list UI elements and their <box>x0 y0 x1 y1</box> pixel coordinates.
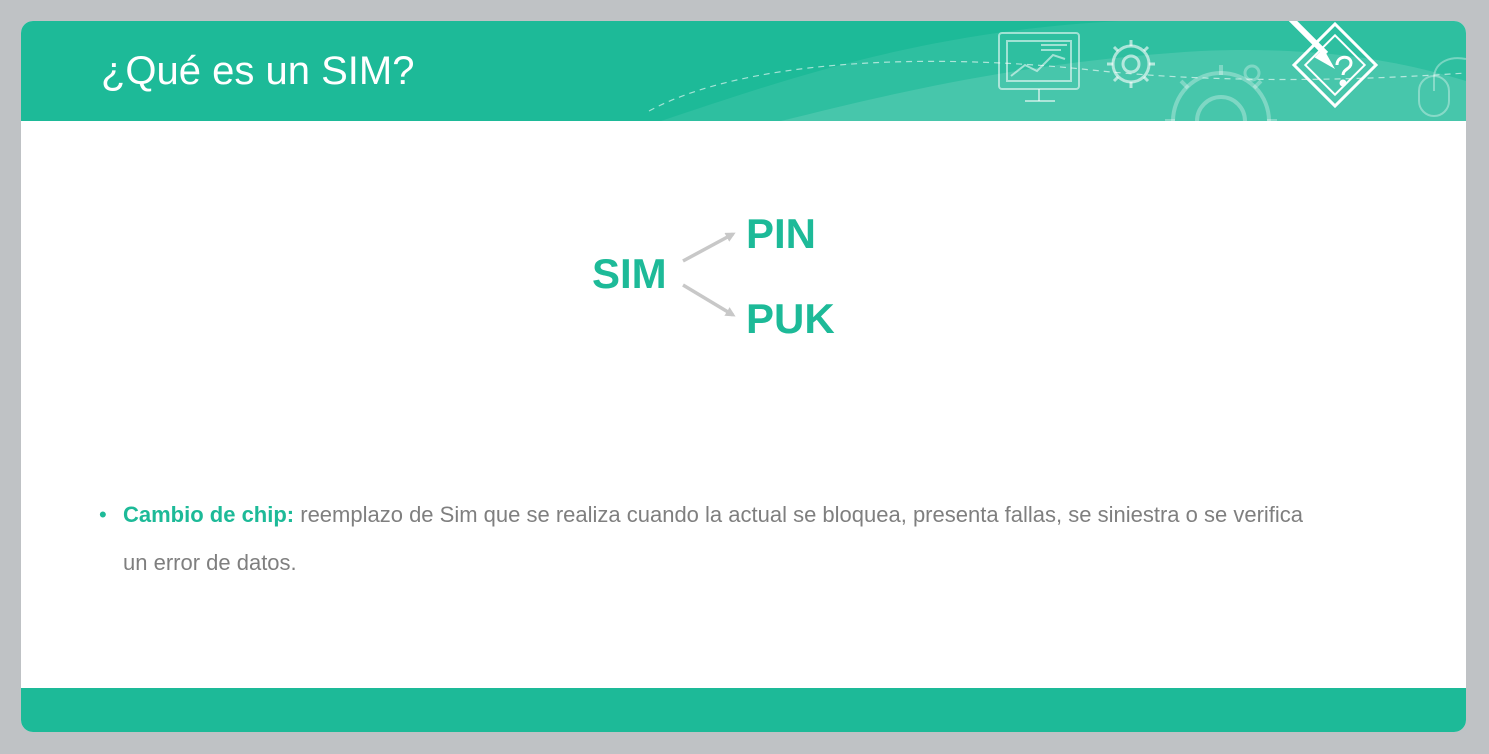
slide-header: ¿Qué es un SIM? <box>21 21 1466 121</box>
sim-diagram: SIM PIN PUK <box>581 201 881 351</box>
slide-footer <box>21 688 1466 732</box>
bullet-lead: Cambio de chip: <box>123 502 295 527</box>
monitor-chart-icon <box>998 32 1080 102</box>
node-pin: PIN <box>746 210 817 257</box>
bullet-body: reemplazo de Sim que se realiza cuando l… <box>123 502 1304 575</box>
slide-title: ¿Qué es un SIM? <box>101 49 415 93</box>
node-puk: PUK <box>746 295 835 342</box>
arrow-to-pin <box>682 232 736 263</box>
bullet-text: Cambio de chip: reemplazo de Sim que se … <box>123 491 1329 587</box>
arrow-to-puk <box>682 283 736 317</box>
large-gear-icon <box>1165 64 1277 121</box>
gear-icon <box>1107 40 1155 88</box>
bullet-marker: • <box>99 502 107 527</box>
pencil-question-diamond-icon <box>1288 21 1379 109</box>
mouse-icon <box>1418 57 1466 117</box>
header-decoration <box>648 21 1466 121</box>
diagram-arrows <box>682 232 736 317</box>
bullet-item: • Cambio de chip: reemplazo de Sim que s… <box>99 491 1329 587</box>
node-sim: SIM <box>592 250 667 297</box>
slide: ¿Qué es un SIM? SIM PIN PUK • Cambio de … <box>21 21 1466 732</box>
